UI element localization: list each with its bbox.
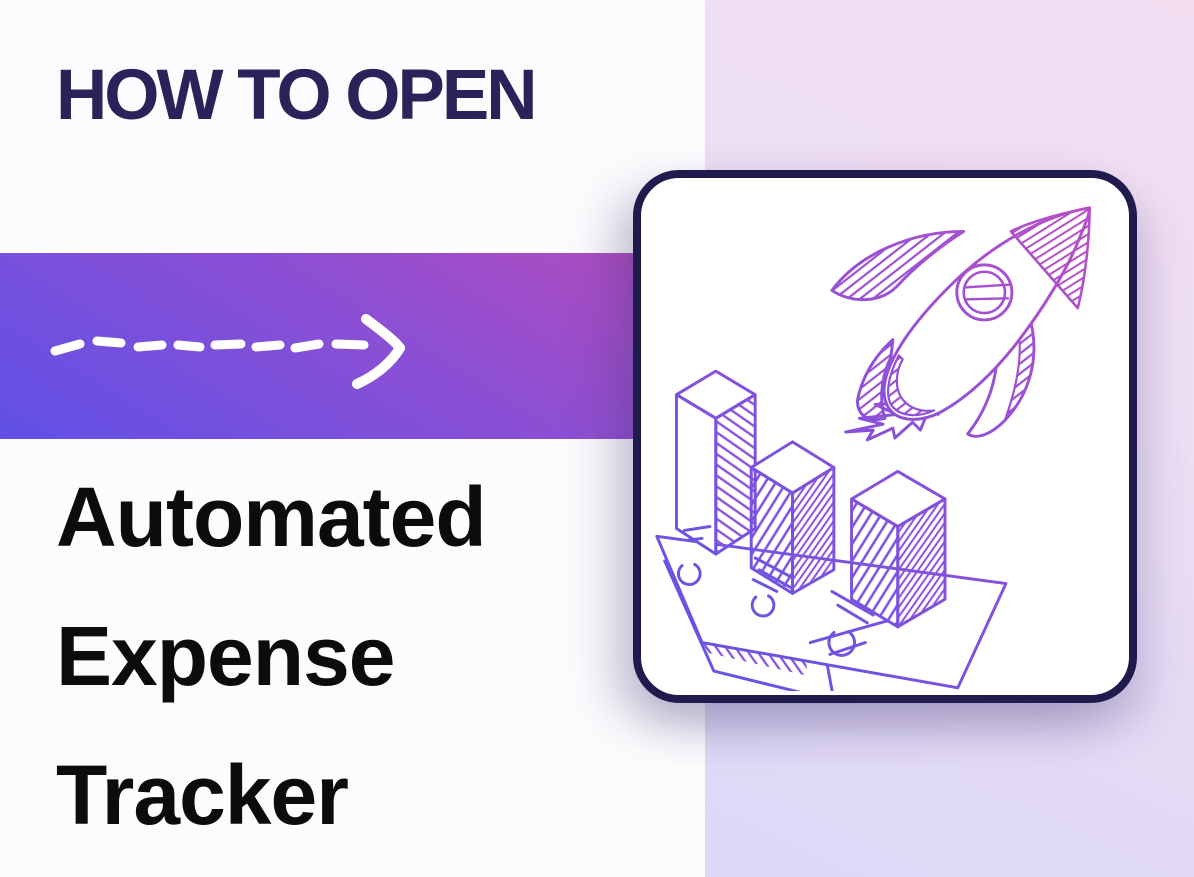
- title-line-2: Expense: [56, 609, 396, 703]
- rocket-window-icon: [955, 263, 1014, 322]
- kicker-text: HOW TO OPEN: [56, 56, 537, 135]
- title-line-1: Automated: [56, 470, 487, 564]
- illustration-card: [633, 170, 1137, 703]
- rocket-icon: [830, 206, 1092, 438]
- rocket-launching-over-bar-chart-illustration: [655, 206, 1092, 691]
- bar-chart-icon: [675, 369, 947, 629]
- purple-gradient-band: [0, 253, 706, 439]
- title-line-3: Tracker: [56, 748, 349, 842]
- page-title: Automated Expense Tracker: [56, 448, 676, 865]
- dashed-right-arrow-icon: [50, 314, 405, 389]
- platform-doodles: [676, 525, 889, 657]
